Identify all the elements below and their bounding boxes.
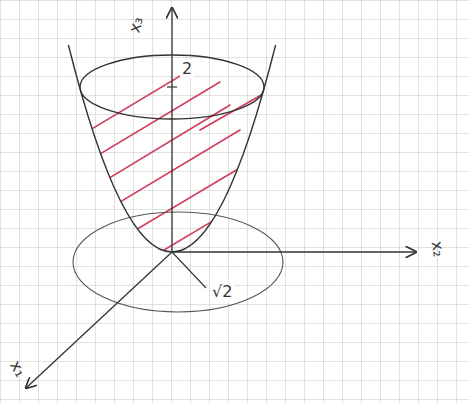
height-tick xyxy=(167,86,177,87)
height-label: 2 xyxy=(180,60,194,78)
base-circle xyxy=(73,212,283,312)
radius-line xyxy=(172,252,206,288)
x3-axis xyxy=(171,8,172,252)
x1-axis xyxy=(26,252,172,388)
hatching xyxy=(40,70,300,345)
radius-label: √2 xyxy=(210,283,234,301)
paraboloid-outline xyxy=(68,45,275,252)
axis-label: x₂ xyxy=(428,237,449,260)
axis-label: x₃ xyxy=(125,13,147,37)
axis-label: x₁ xyxy=(5,356,30,382)
top-ellipse xyxy=(80,55,264,119)
x2-axis xyxy=(172,251,416,252)
